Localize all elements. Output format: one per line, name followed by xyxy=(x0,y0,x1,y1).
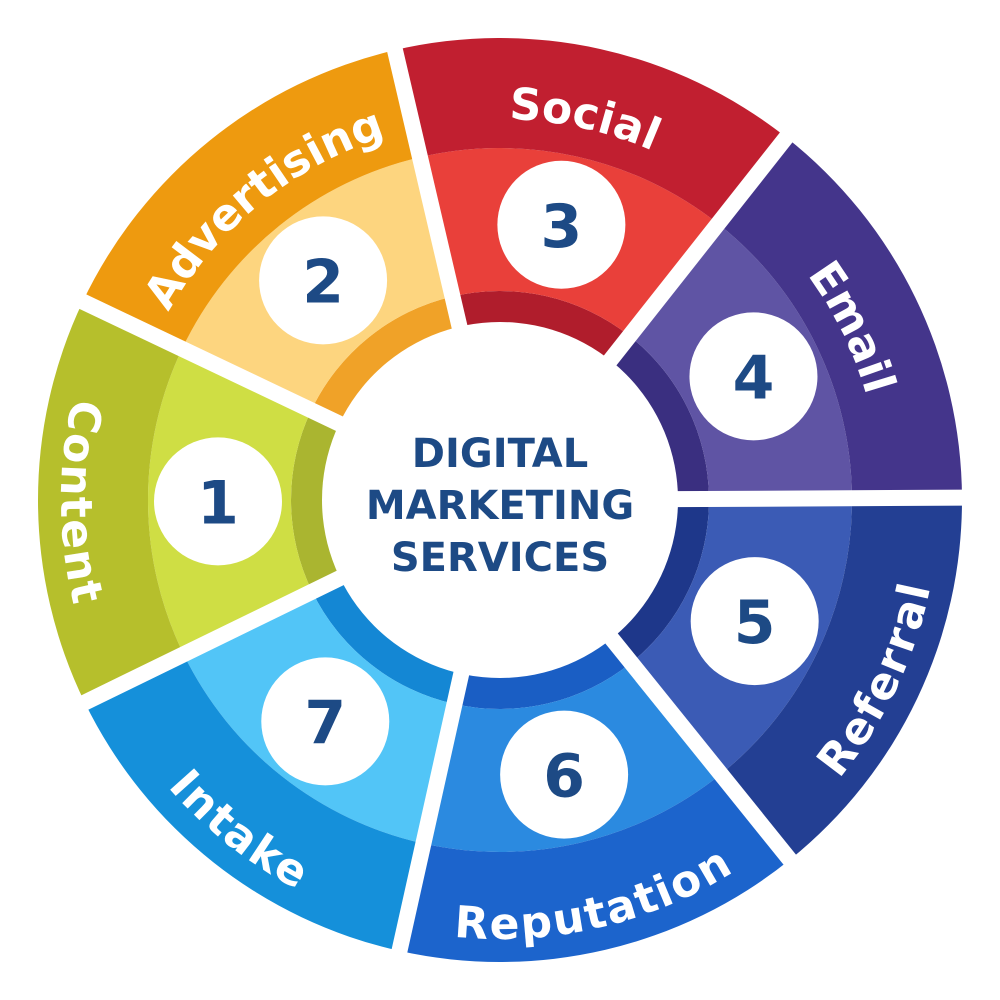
segment-number: 1 xyxy=(197,468,239,538)
center-hub: DIGITAL MARKETING SERVICES xyxy=(322,322,678,678)
segment-divider xyxy=(77,568,349,712)
number-badge xyxy=(689,312,818,441)
segments: Content1Advertising2Social3Email4Referra… xyxy=(38,37,967,962)
segment-outer-band xyxy=(720,497,963,860)
segment-divider xyxy=(672,489,967,508)
segment-outer-band xyxy=(718,137,962,499)
segment-outer-band xyxy=(84,654,424,951)
segment-inner-band xyxy=(608,335,709,500)
number-badge xyxy=(259,216,388,345)
segment-divider xyxy=(75,292,348,433)
center-line-1: DIGITAL xyxy=(412,431,588,477)
number-badge xyxy=(690,557,819,686)
segment-outer-band xyxy=(399,774,790,962)
segment-number: 3 xyxy=(541,192,583,262)
segment-inner-band xyxy=(609,498,709,663)
segment-outer-band xyxy=(38,301,184,703)
segment-inner-band xyxy=(311,296,461,425)
segment-number: 4 xyxy=(733,343,775,413)
number-badge xyxy=(500,710,629,839)
segment-divider xyxy=(602,629,799,868)
number-badge xyxy=(497,160,626,289)
segment-outer-band xyxy=(82,50,420,349)
segment-outer-band xyxy=(394,37,787,224)
center-line-3: SERVICES xyxy=(391,535,609,581)
segment-number: 5 xyxy=(734,588,776,658)
segment-number: 6 xyxy=(543,742,585,812)
segment-divider xyxy=(390,667,471,957)
segment-number: 7 xyxy=(304,688,346,758)
segment-divider xyxy=(600,129,796,370)
segment-inner-band xyxy=(312,576,462,704)
center-circle xyxy=(322,322,678,678)
center-line-2: MARKETING xyxy=(366,483,634,529)
number-badge xyxy=(154,437,283,566)
segment-number: 2 xyxy=(302,247,344,317)
number-badge xyxy=(261,657,390,786)
segment-divider xyxy=(386,44,469,334)
